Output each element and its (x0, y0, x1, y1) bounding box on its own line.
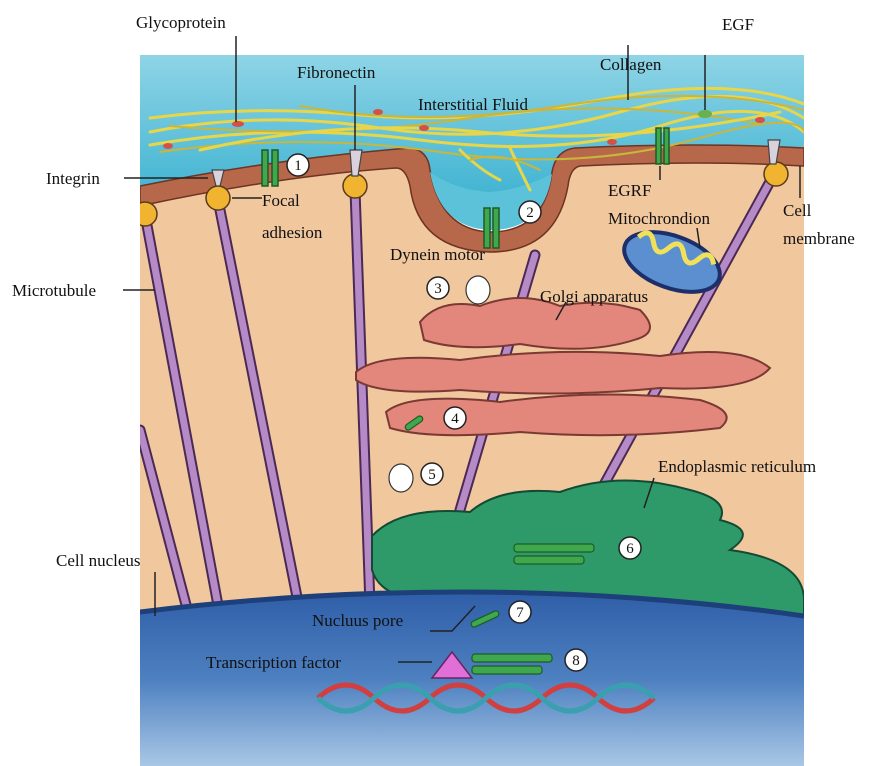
label-focal-adhesion-1: Focal (262, 191, 300, 210)
svg-text:2: 2 (526, 205, 534, 221)
step-6: 6 (619, 537, 641, 559)
step-8: 8 (565, 649, 587, 671)
label-collagen: Collagen (600, 55, 662, 74)
svg-text:8: 8 (572, 653, 580, 669)
step-2: 2 (519, 201, 541, 223)
label-glycoprotein: Glycoprotein (136, 13, 226, 32)
label-egf: EGF (722, 15, 754, 34)
step-5: 5 (421, 463, 443, 485)
label-golgi-apparatus: Golgi apparatus (540, 287, 648, 306)
svg-text:5: 5 (428, 467, 436, 483)
egf-molecule (698, 110, 712, 118)
step-4: 4 (444, 407, 466, 429)
svg-text:3: 3 (434, 281, 442, 297)
step-3: 3 (427, 277, 449, 299)
label-interstitial-fluid: Interstitial Fluid (418, 95, 529, 114)
label-focal-adhesion-2: adhesion (262, 223, 323, 242)
label-cell-membrane-2: membrane (783, 229, 855, 248)
label-nucleus-pore: Nucluus pore (312, 611, 403, 630)
label-fibronectin: Fibronectin (297, 63, 376, 82)
svg-text:4: 4 (451, 411, 459, 427)
label-endoplasmic-reticulum: Endoplasmic reticulum (658, 457, 816, 476)
step-1: 1 (287, 154, 309, 176)
label-cell-nucleus: Cell nucleus (56, 551, 141, 570)
label-microtubule: Microtubule (12, 281, 96, 300)
label-dynein-motor: Dynein motor (390, 245, 485, 264)
label-integrin: Integrin (46, 169, 100, 188)
label-egrf: EGRF (608, 181, 651, 200)
cell-nucleus (140, 592, 804, 766)
svg-text:1: 1 (294, 158, 302, 174)
label-transcription-factor: Transcription factor (206, 653, 341, 672)
label-mitochondrion: Mitochrondion (608, 209, 710, 228)
step-7: 7 (509, 601, 531, 623)
svg-text:7: 7 (516, 605, 524, 621)
svg-text:6: 6 (626, 541, 634, 557)
label-cell-membrane-1: Cell (783, 201, 812, 220)
